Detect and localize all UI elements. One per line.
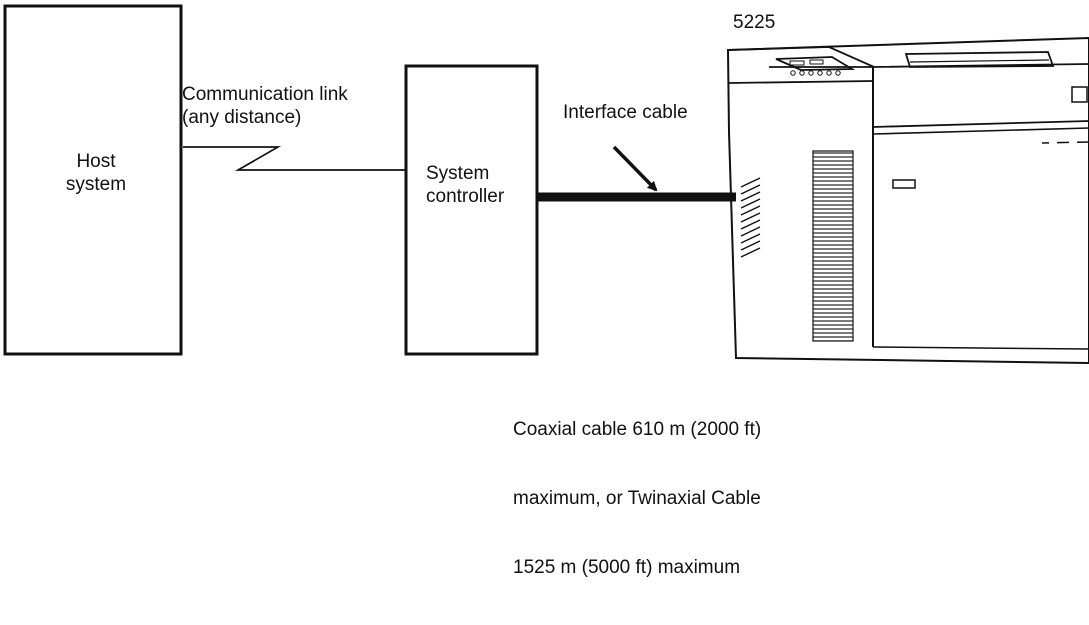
printer-model-label: 5225 <box>733 12 776 33</box>
cable-note-line: Coaxial cable 610 m (2000 ft) <box>513 419 762 440</box>
system-controller-label: System controller <box>426 163 505 207</box>
diagram-graphics <box>3 4 1089 365</box>
communication-setup-diagram: Host system Communication link (any dist… <box>3 4 1089 578</box>
interface-cable-label: Interface cable <box>563 102 688 123</box>
communication-link-line <box>183 146 405 171</box>
host-system-box <box>3 4 183 356</box>
host-system-label: Host system <box>65 151 127 195</box>
interface-cable-arrow <box>612 145 658 192</box>
cable-note-line: maximum, or Twinaxial Cable <box>513 488 761 509</box>
cable-note: Coaxial cable 610 m (2000 ft) maximum, o… <box>513 372 873 625</box>
system-controller-box <box>404 64 539 356</box>
communication-link-label: Communication link (any distance) <box>182 84 348 128</box>
printer-5225 <box>726 36 1089 365</box>
cable-note-line: 1525 m (5000 ft) maximum <box>513 557 741 578</box>
